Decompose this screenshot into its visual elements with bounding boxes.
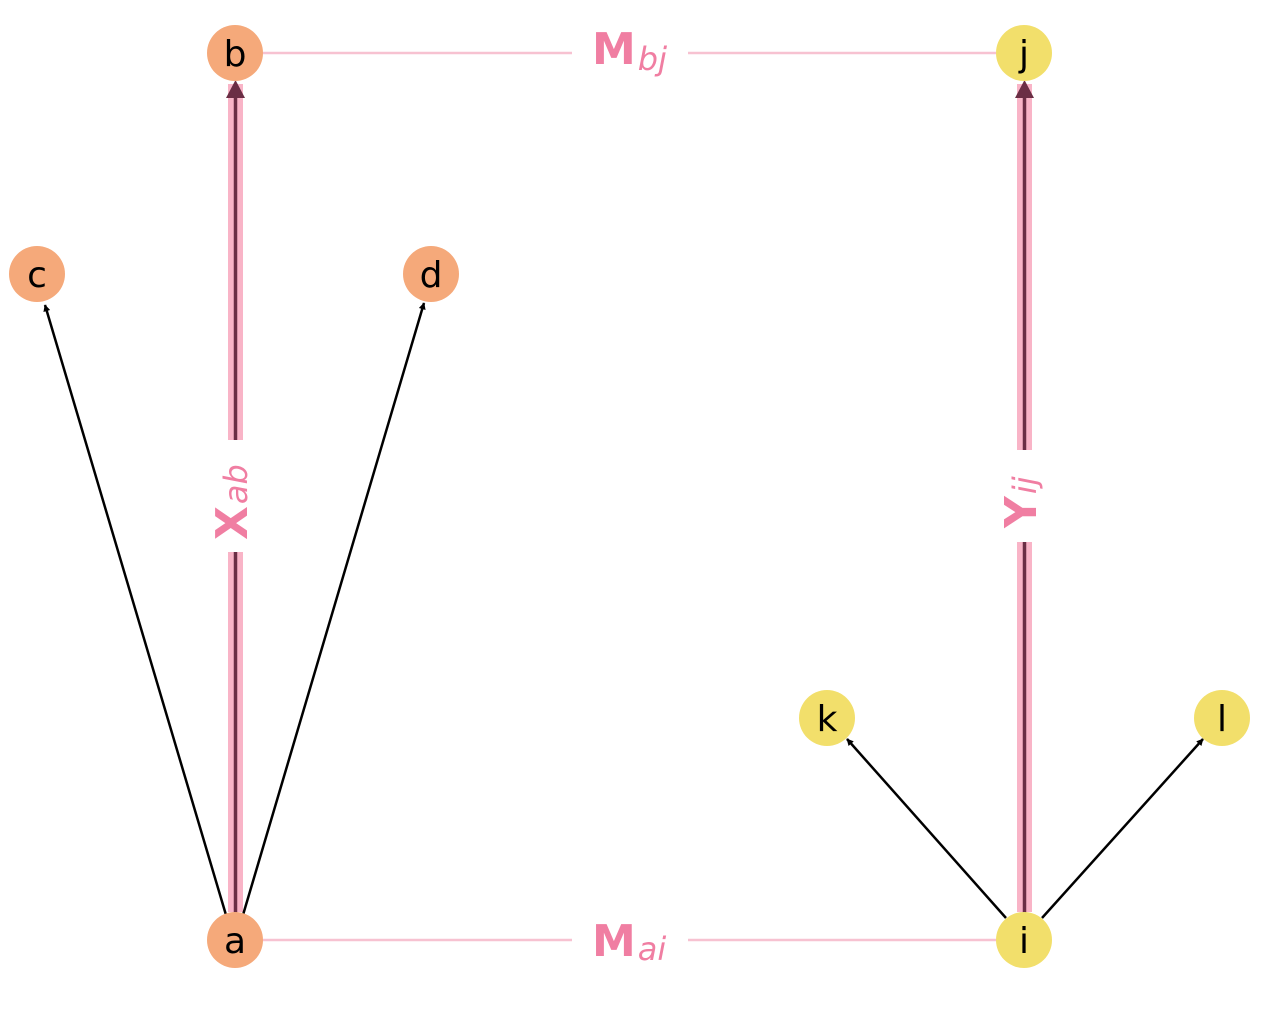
node-l: l xyxy=(1194,690,1250,746)
node-i: i xyxy=(996,912,1052,968)
node-c-label: c xyxy=(27,255,47,296)
node-k: k xyxy=(799,690,855,746)
node-i-label: i xyxy=(1019,921,1029,962)
edge-label-y-ij-main: Y xyxy=(996,495,1047,529)
edge-i-k xyxy=(846,738,1007,919)
node-b-label: b xyxy=(224,34,247,75)
edge-label-y-ij: Yij xyxy=(996,450,1047,542)
edge-label-m-ai-main: M xyxy=(592,916,636,967)
node-k-label: k xyxy=(817,699,838,740)
node-b: b xyxy=(207,25,263,81)
edge-label-m-ai-sub: ai xyxy=(638,930,667,968)
node-d-label: d xyxy=(420,255,443,296)
svg-text:Xab: Xab xyxy=(207,464,258,540)
node-j-label: j xyxy=(1018,34,1029,75)
node-l-label: l xyxy=(1217,699,1227,740)
edge-label-x-ab-main: X xyxy=(207,506,258,540)
edge-label-m-bj-main: M xyxy=(592,24,636,75)
svg-text:Mai: Mai xyxy=(592,916,666,968)
node-d: d xyxy=(403,246,459,302)
svg-text:Mbj: Mbj xyxy=(592,24,667,78)
edge-a-c xyxy=(43,304,228,916)
node-j: j xyxy=(996,25,1052,81)
edge-label-x-ab-sub: ab xyxy=(217,464,255,504)
edge-label-m-ai: Mai xyxy=(592,916,666,968)
edge-label-y-ij-sub: ij xyxy=(1006,476,1044,494)
node-a-label: a xyxy=(224,921,246,962)
edge-a-d xyxy=(241,302,426,916)
edge-label-m-bj: Mbj xyxy=(592,24,667,78)
edge-i-l xyxy=(1041,738,1204,919)
edge-label-x-ab: Xab xyxy=(207,440,258,552)
edge-label-m-bj-sub: bj xyxy=(638,40,667,78)
svg-text:Yij: Yij xyxy=(996,476,1047,529)
node-a: a xyxy=(207,912,263,968)
node-c: c xyxy=(9,246,65,302)
